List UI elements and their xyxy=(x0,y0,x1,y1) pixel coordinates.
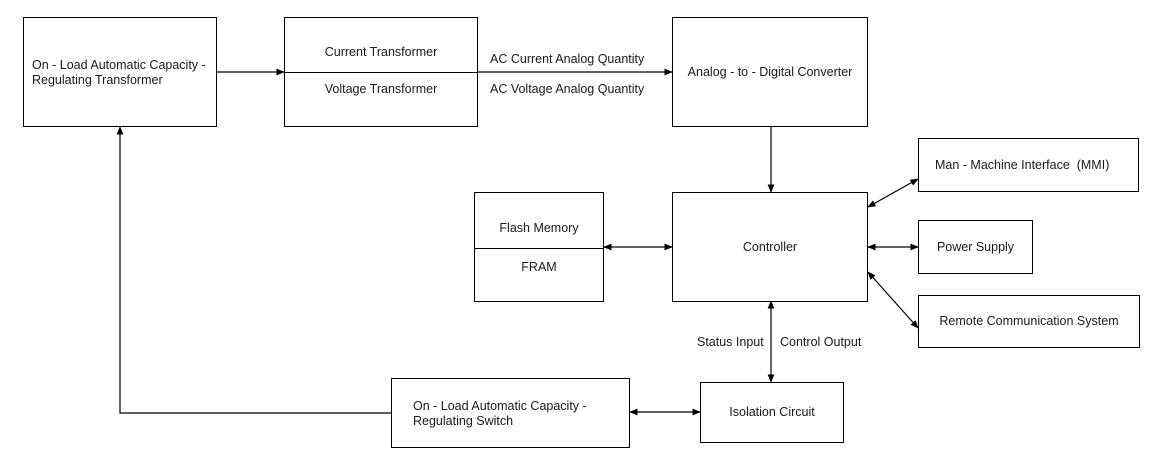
mmi-label: Man - Machine Interface (MMI) xyxy=(935,158,1110,172)
memory-block: Flash Memory FRAM xyxy=(474,192,604,302)
voltage-transformer-label: Voltage Transformer xyxy=(324,82,438,96)
mmi-block: Man - Machine Interface (MMI) xyxy=(918,138,1139,192)
switch-label-line1: On - Load Automatic Capacity - xyxy=(413,399,587,413)
controller-block: Controller xyxy=(672,192,868,302)
ct-vt-block: Current Transformer Voltage Transformer xyxy=(284,17,478,127)
power-supply-block: Power Supply xyxy=(918,220,1033,274)
switch-to-transformer-arrow xyxy=(116,126,391,414)
switch-label-line2: Regulating Switch xyxy=(413,414,514,428)
status-input-label: Status Input xyxy=(697,335,764,349)
isolation-label: Isolation Circuit xyxy=(729,405,815,419)
adc-block: Analog - to - Digital Converter xyxy=(672,17,868,127)
controller-mmi-arrow xyxy=(867,178,919,208)
current-transformer-label: Current Transformer xyxy=(324,45,438,59)
memory-divider xyxy=(475,248,603,249)
flash-memory-label: Flash Memory xyxy=(499,221,579,235)
switch-block: On - Load Automatic Capacity - Regulatin… xyxy=(391,378,630,448)
transformer-label-line2: Regulating Transformer xyxy=(32,73,163,87)
controller-remote-arrow xyxy=(867,271,919,329)
ac-current-label: AC Current Analog Quantity xyxy=(490,52,645,66)
ac-voltage-label: AC Voltage Analog Quantity xyxy=(490,82,645,96)
remote-comm-label: Remote Communication System xyxy=(939,314,1119,328)
power-supply-label: Power Supply xyxy=(936,240,1015,254)
controller-label: Controller xyxy=(742,240,798,254)
remote-comm-block: Remote Communication System xyxy=(918,295,1140,348)
transformer-label-line1: On - Load Automatic Capacity - xyxy=(32,58,206,72)
control-output-label: Control Output xyxy=(780,335,862,349)
adc-label: Analog - to - Digital Converter xyxy=(687,65,853,79)
fram-label: FRAM xyxy=(521,260,557,274)
transformer-block: On - Load Automatic Capacity - Regulatin… xyxy=(23,17,217,127)
isolation-block: Isolation Circuit xyxy=(700,382,844,443)
ct-vt-divider xyxy=(285,72,477,73)
